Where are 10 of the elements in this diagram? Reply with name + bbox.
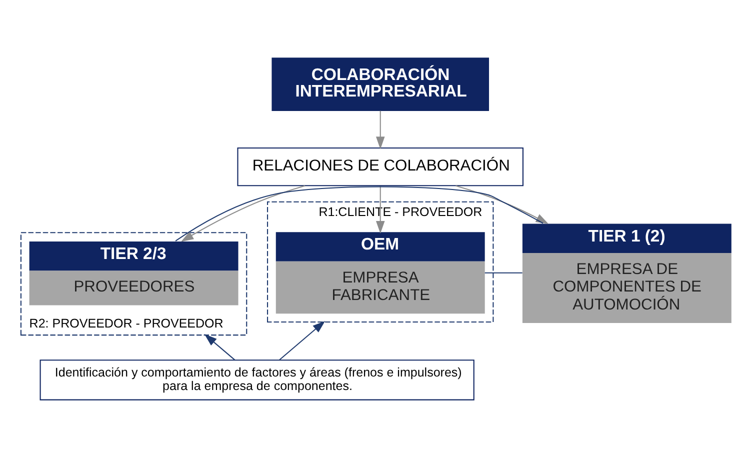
arrow bbox=[180, 185, 306, 242]
arrow bbox=[376, 110, 385, 150]
node-box: RELACIONES DE COLABORACIÓN bbox=[237, 148, 524, 186]
arrow bbox=[376, 186, 385, 234]
arrow bbox=[204, 334, 236, 360]
connector bbox=[175, 186, 544, 242]
node-box: COLABORACIÓN INTEREMPRESARIAL bbox=[272, 58, 490, 111]
arrow bbox=[279, 320, 326, 360]
connector bbox=[484, 272, 522, 274]
node-box: Identificación y comportamiento de factores y áreas (frenos e impulsores) para la empresa de componentes. bbox=[40, 360, 474, 400]
